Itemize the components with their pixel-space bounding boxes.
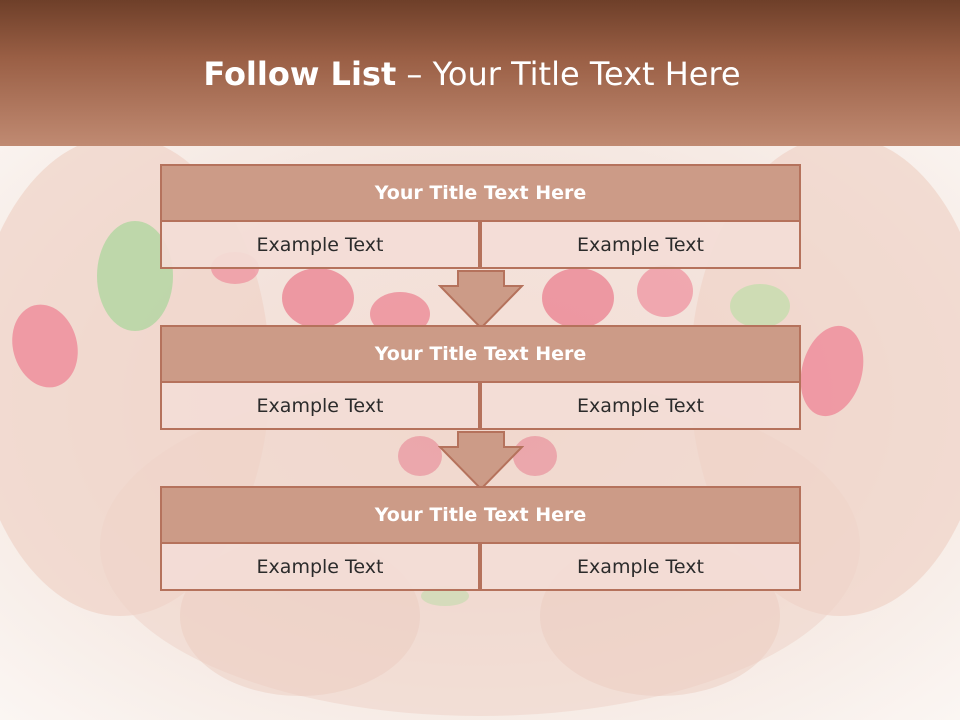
step-right-text[interactable]: Example Text — [480, 542, 801, 591]
step-left-text[interactable]: Example Text — [160, 220, 480, 269]
header-band — [0, 0, 960, 146]
down-arrow-icon — [438, 270, 524, 330]
step-left-text[interactable]: Example Text — [160, 542, 480, 591]
step-right-text[interactable]: Example Text — [480, 220, 801, 269]
slide-title-rest: – Your Title Text Here — [396, 55, 741, 93]
step-title[interactable]: Your Title Text Here — [160, 164, 801, 222]
step-title[interactable]: Your Title Text Here — [160, 325, 801, 383]
slide-title-bold: Follow List — [203, 55, 397, 93]
step-left-text[interactable]: Example Text — [160, 381, 480, 430]
slide-title: Follow List – Your Title Text Here — [0, 55, 944, 93]
step-right-text[interactable]: Example Text — [480, 381, 801, 430]
down-arrow-icon — [438, 431, 524, 491]
step-title[interactable]: Your Title Text Here — [160, 486, 801, 544]
